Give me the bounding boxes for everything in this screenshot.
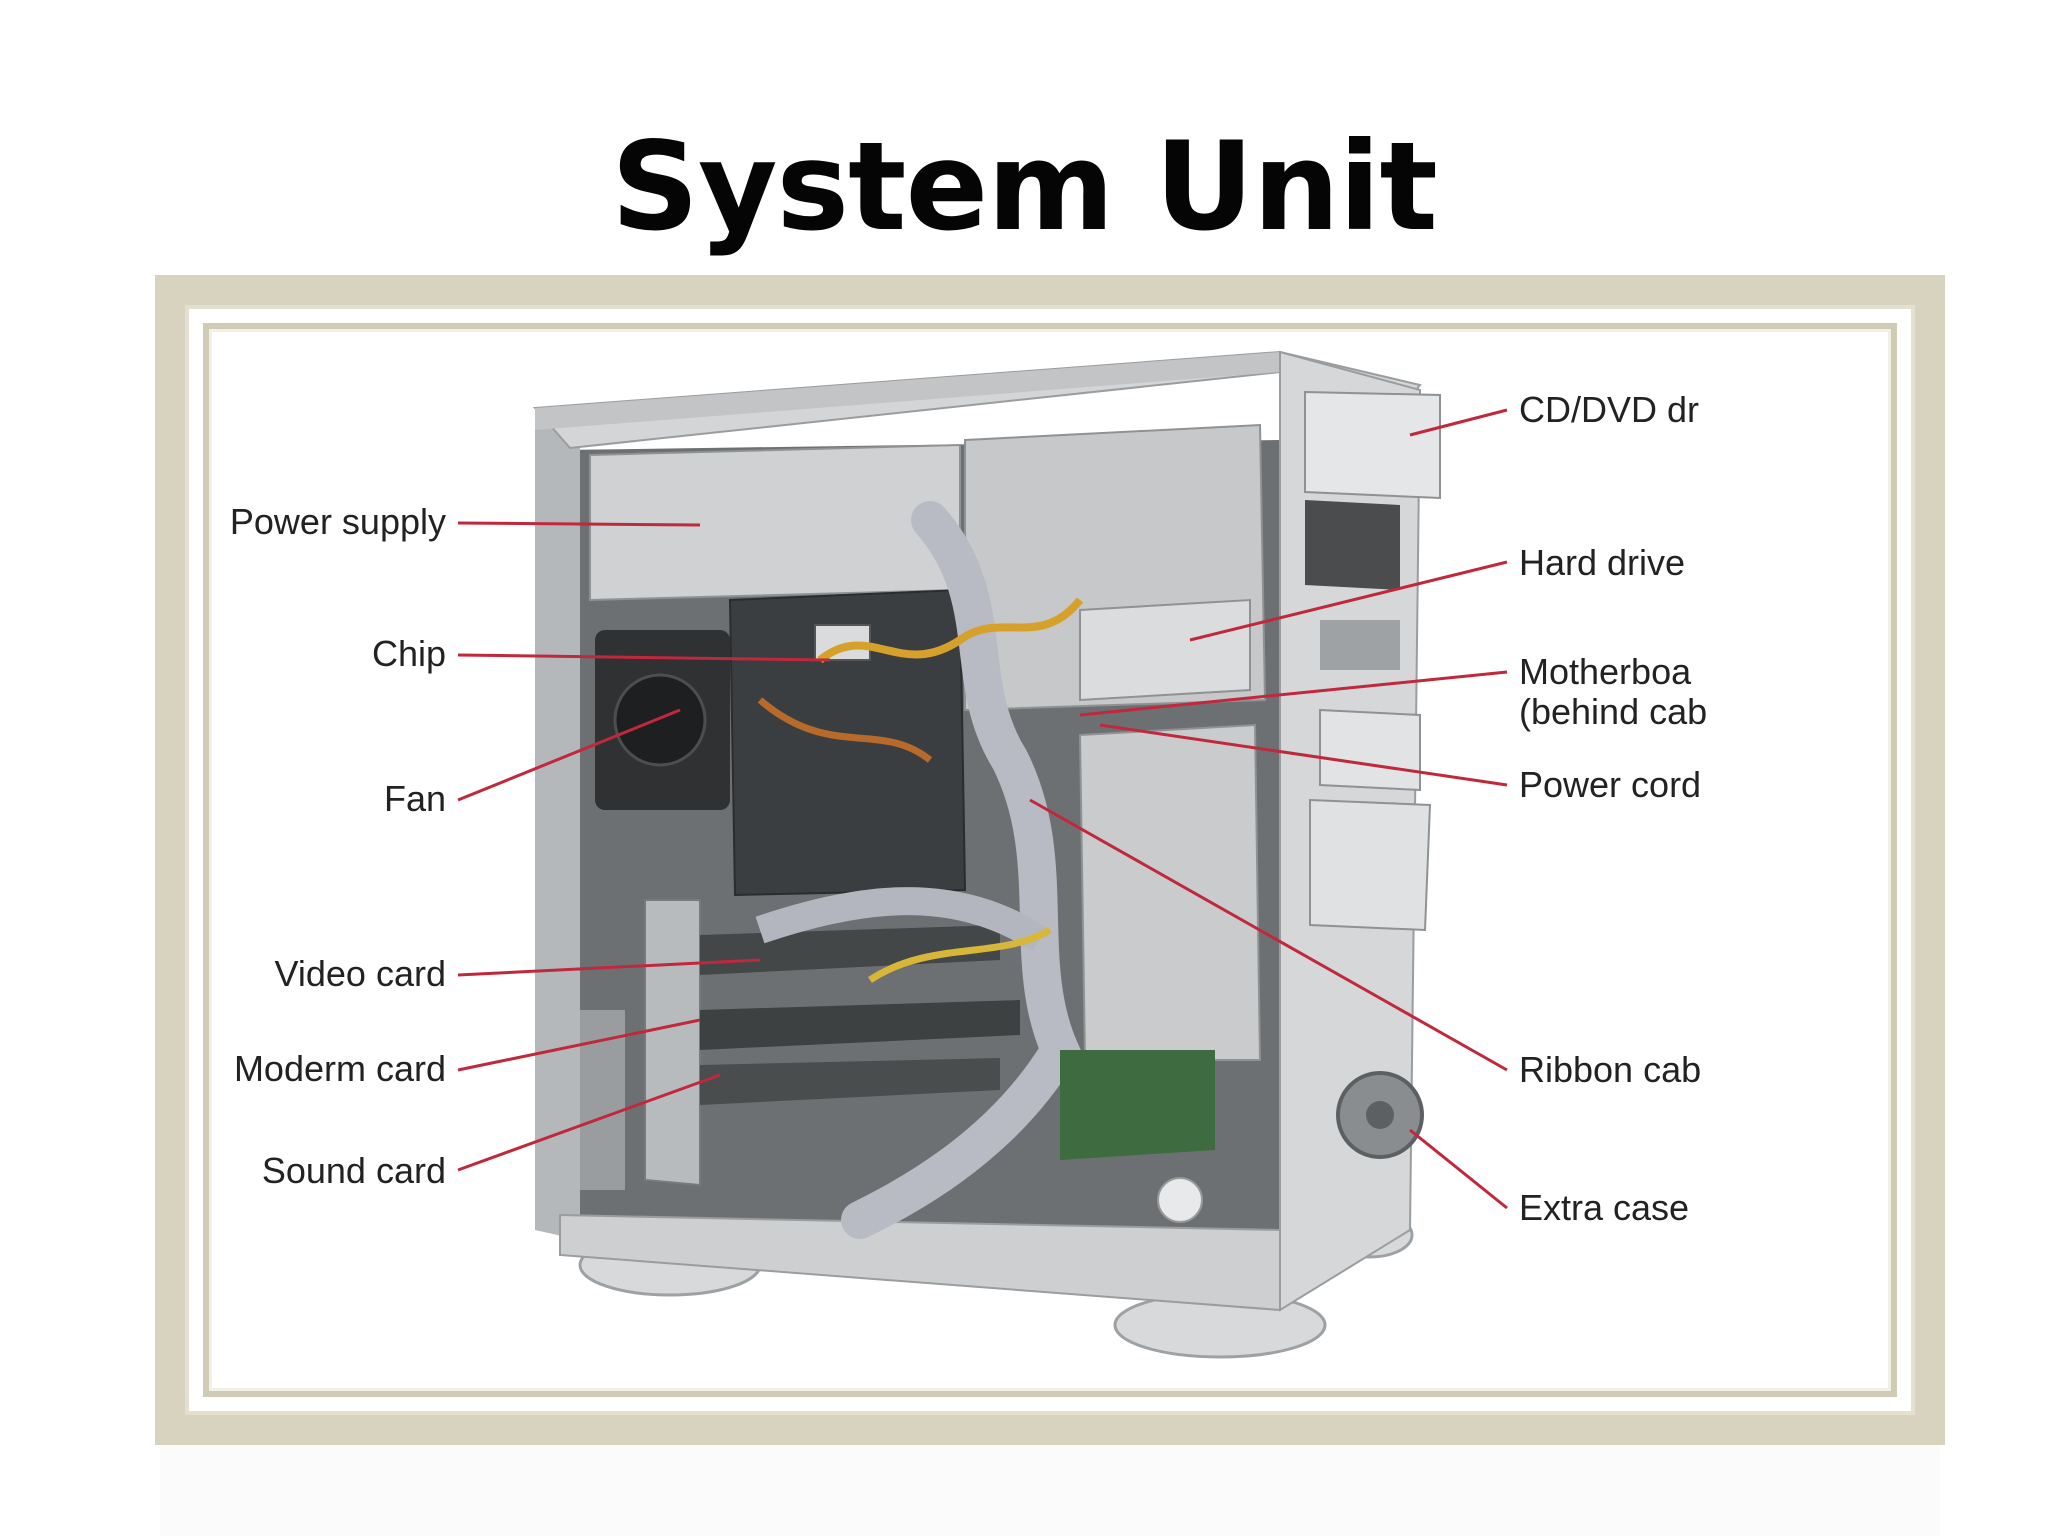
leader-cd-dvd: [1409, 408, 1508, 437]
extra-case-fan-hub: [1366, 1101, 1394, 1129]
hard-drive-bay: [1079, 598, 1251, 702]
ribbon-cable: [755, 887, 1048, 952]
front-bay: [1305, 500, 1400, 590]
label-moderm-card: Moderm card: [233, 1048, 446, 1089]
leader-power-supply: [457, 521, 701, 527]
leader-hard-drive: [1189, 560, 1508, 642]
leader-motherboard: [1079, 670, 1508, 717]
motherboard: [728, 588, 967, 897]
ribbon-cable: [841, 501, 1082, 1239]
label-cd-dvd-drive: CD/DVD dr: [1519, 390, 1700, 430]
label-hard-drive: Hard drive: [1519, 543, 1686, 583]
leader-sound-card: [457, 1073, 721, 1172]
power-wires: [817, 597, 1084, 664]
label-motherboard-line1: Motherboa: [1519, 652, 1692, 692]
leader-video-card: [457, 958, 761, 977]
slide-bottom-area: [160, 1445, 1940, 1536]
modem-card-board: [700, 1000, 1020, 1050]
case-floor: [559, 1213, 1281, 1312]
fan-hub: [613, 673, 707, 767]
power-wires: [868, 926, 1052, 983]
leader-ribbon-cable: [1029, 798, 1508, 1072]
leader-lines: [457, 408, 1508, 1210]
power-connector: [1157, 1177, 1203, 1223]
label-chip: Chip: [371, 633, 446, 674]
zip-drive: [1309, 798, 1432, 932]
extra-drive-board: [1060, 1050, 1215, 1160]
leader-chip: [457, 653, 831, 662]
power-wires: [757, 697, 933, 763]
case-left-wall: [535, 410, 580, 1240]
floppy-drive: [1319, 708, 1421, 792]
leader-extra-case: [1409, 1128, 1508, 1210]
case-top-edge: [535, 352, 1280, 430]
label-motherboard: Motherboa (behind cab: [1519, 652, 1709, 732]
label-video-card: Video card: [274, 953, 446, 994]
label-power-cord: Power cord: [1519, 765, 1702, 805]
label-power-supply: Power supply: [229, 501, 446, 542]
power-supply-box: [589, 443, 961, 602]
leader-power-cord: [1099, 723, 1508, 787]
slide-title: System Unit: [611, 116, 1438, 258]
lower-drive-cage: [1078, 723, 1262, 1061]
leader-moderm-card: [457, 1018, 701, 1072]
card-bracket: [644, 899, 701, 1187]
label-motherboard-line2: (behind cab: [1519, 691, 1708, 732]
cd-dvd-drive: [1304, 390, 1441, 500]
label-ribbon-cable: Ribbon cab: [1519, 1050, 1702, 1090]
front-bay-vent: [1320, 620, 1400, 670]
label-sound-card: Sound card: [261, 1150, 446, 1191]
leader-fan: [457, 708, 681, 802]
sound-card-board: [700, 1058, 1000, 1105]
label-extra-case: Extra case: [1519, 1188, 1690, 1228]
label-fan: Fan: [383, 778, 446, 819]
